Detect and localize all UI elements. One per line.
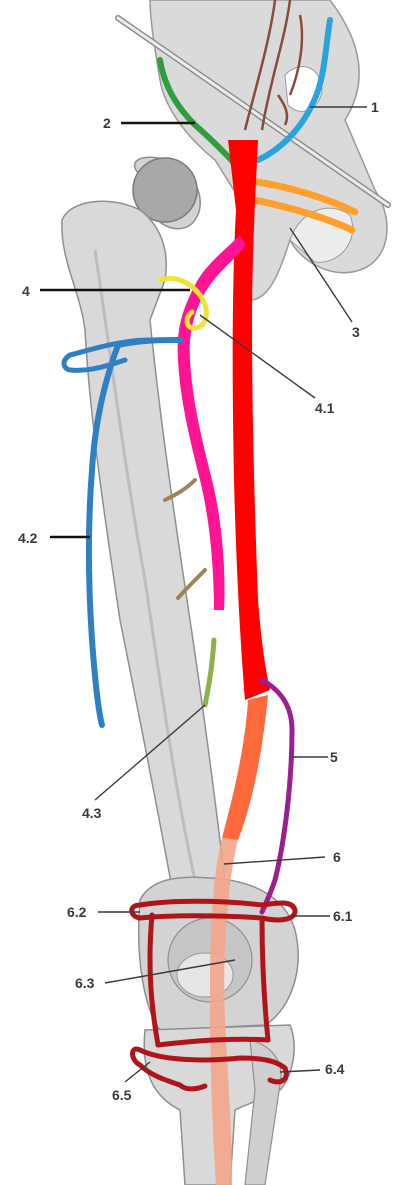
label-6-1: 6.1 bbox=[333, 908, 353, 924]
label-4-3: 4.3 bbox=[82, 805, 102, 821]
pelvis bbox=[150, 0, 387, 300]
label-6-5: 6.5 bbox=[112, 1087, 132, 1103]
label-3: 3 bbox=[352, 324, 360, 340]
label-4: 4 bbox=[22, 283, 30, 299]
descending-genicular-artery bbox=[262, 680, 292, 912]
label-2: 2 bbox=[103, 115, 111, 131]
label-6: 6 bbox=[333, 849, 341, 865]
label-1: 1 bbox=[371, 99, 379, 115]
label-6-4: 6.4 bbox=[325, 1061, 345, 1077]
label-4-1: 4.1 bbox=[315, 400, 335, 416]
label-4-2: 4.2 bbox=[18, 530, 38, 546]
label-5: 5 bbox=[330, 749, 338, 765]
label-6-2: 6.2 bbox=[67, 904, 87, 920]
label-6-3: 6.3 bbox=[75, 975, 95, 991]
popliteal-artery bbox=[222, 695, 268, 840]
